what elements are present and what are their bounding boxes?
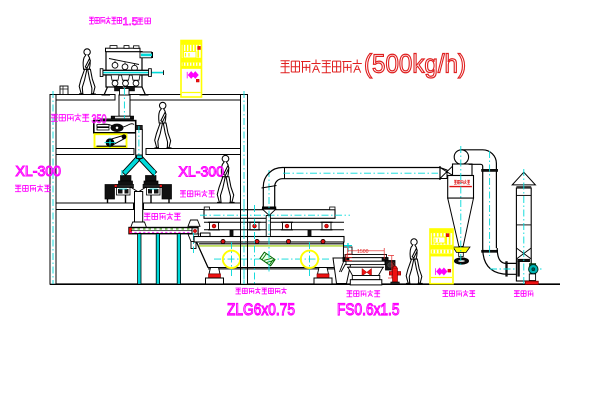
svg-text:XL-300: XL-300 — [16, 163, 62, 180]
svg-text:1.5: 1.5 — [123, 16, 138, 28]
svg-text:FS0.6x1.5: FS0.6x1.5 — [337, 300, 400, 319]
svg-text:1500: 1500 — [357, 249, 369, 255]
svg-text:ZLG6x0.75: ZLG6x0.75 — [227, 300, 295, 319]
svg-text:350: 350 — [92, 114, 107, 126]
svg-text:XL-300: XL-300 — [179, 164, 225, 181]
svg-text:345: 345 — [391, 262, 396, 270]
svg-text:(500kg/h): (500kg/h) — [364, 49, 466, 79]
